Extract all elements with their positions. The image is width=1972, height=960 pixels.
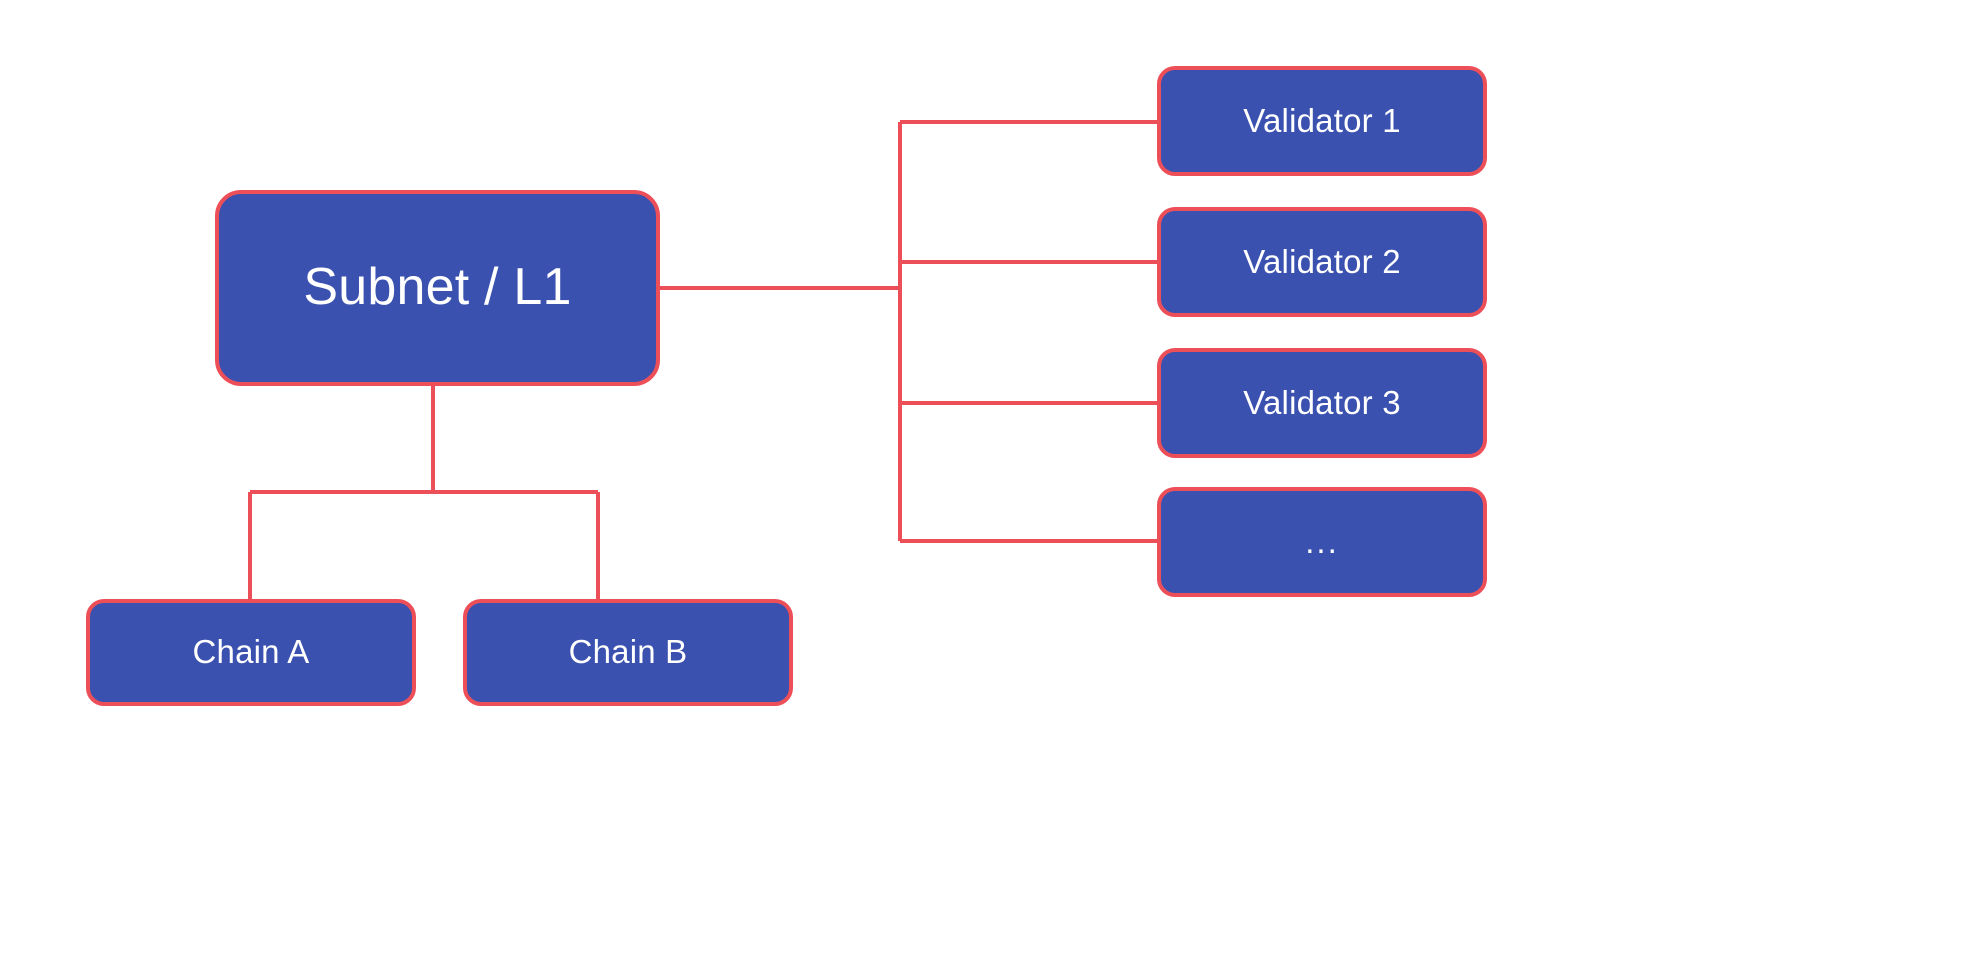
node-validator-more[interactable]: ...: [1157, 487, 1487, 597]
node-subnet-l1-label: Subnet / L1: [303, 258, 572, 317]
node-validator-2-label: Validator 2: [1243, 242, 1401, 280]
node-validator-more-label: ...: [1305, 522, 1339, 560]
node-validator-1-label: Validator 1: [1243, 101, 1401, 139]
node-subnet-l1[interactable]: Subnet / L1: [215, 190, 660, 386]
node-chain-a[interactable]: Chain A: [86, 599, 416, 706]
node-chain-b[interactable]: Chain B: [463, 599, 793, 706]
node-validator-3[interactable]: Validator 3: [1157, 348, 1487, 458]
node-chain-b-label: Chain B: [568, 633, 688, 671]
node-validator-3-label: Validator 3: [1243, 383, 1401, 421]
node-validator-1[interactable]: Validator 1: [1157, 66, 1487, 176]
node-validator-2[interactable]: Validator 2: [1157, 207, 1487, 317]
node-chain-a-label: Chain A: [192, 633, 310, 671]
